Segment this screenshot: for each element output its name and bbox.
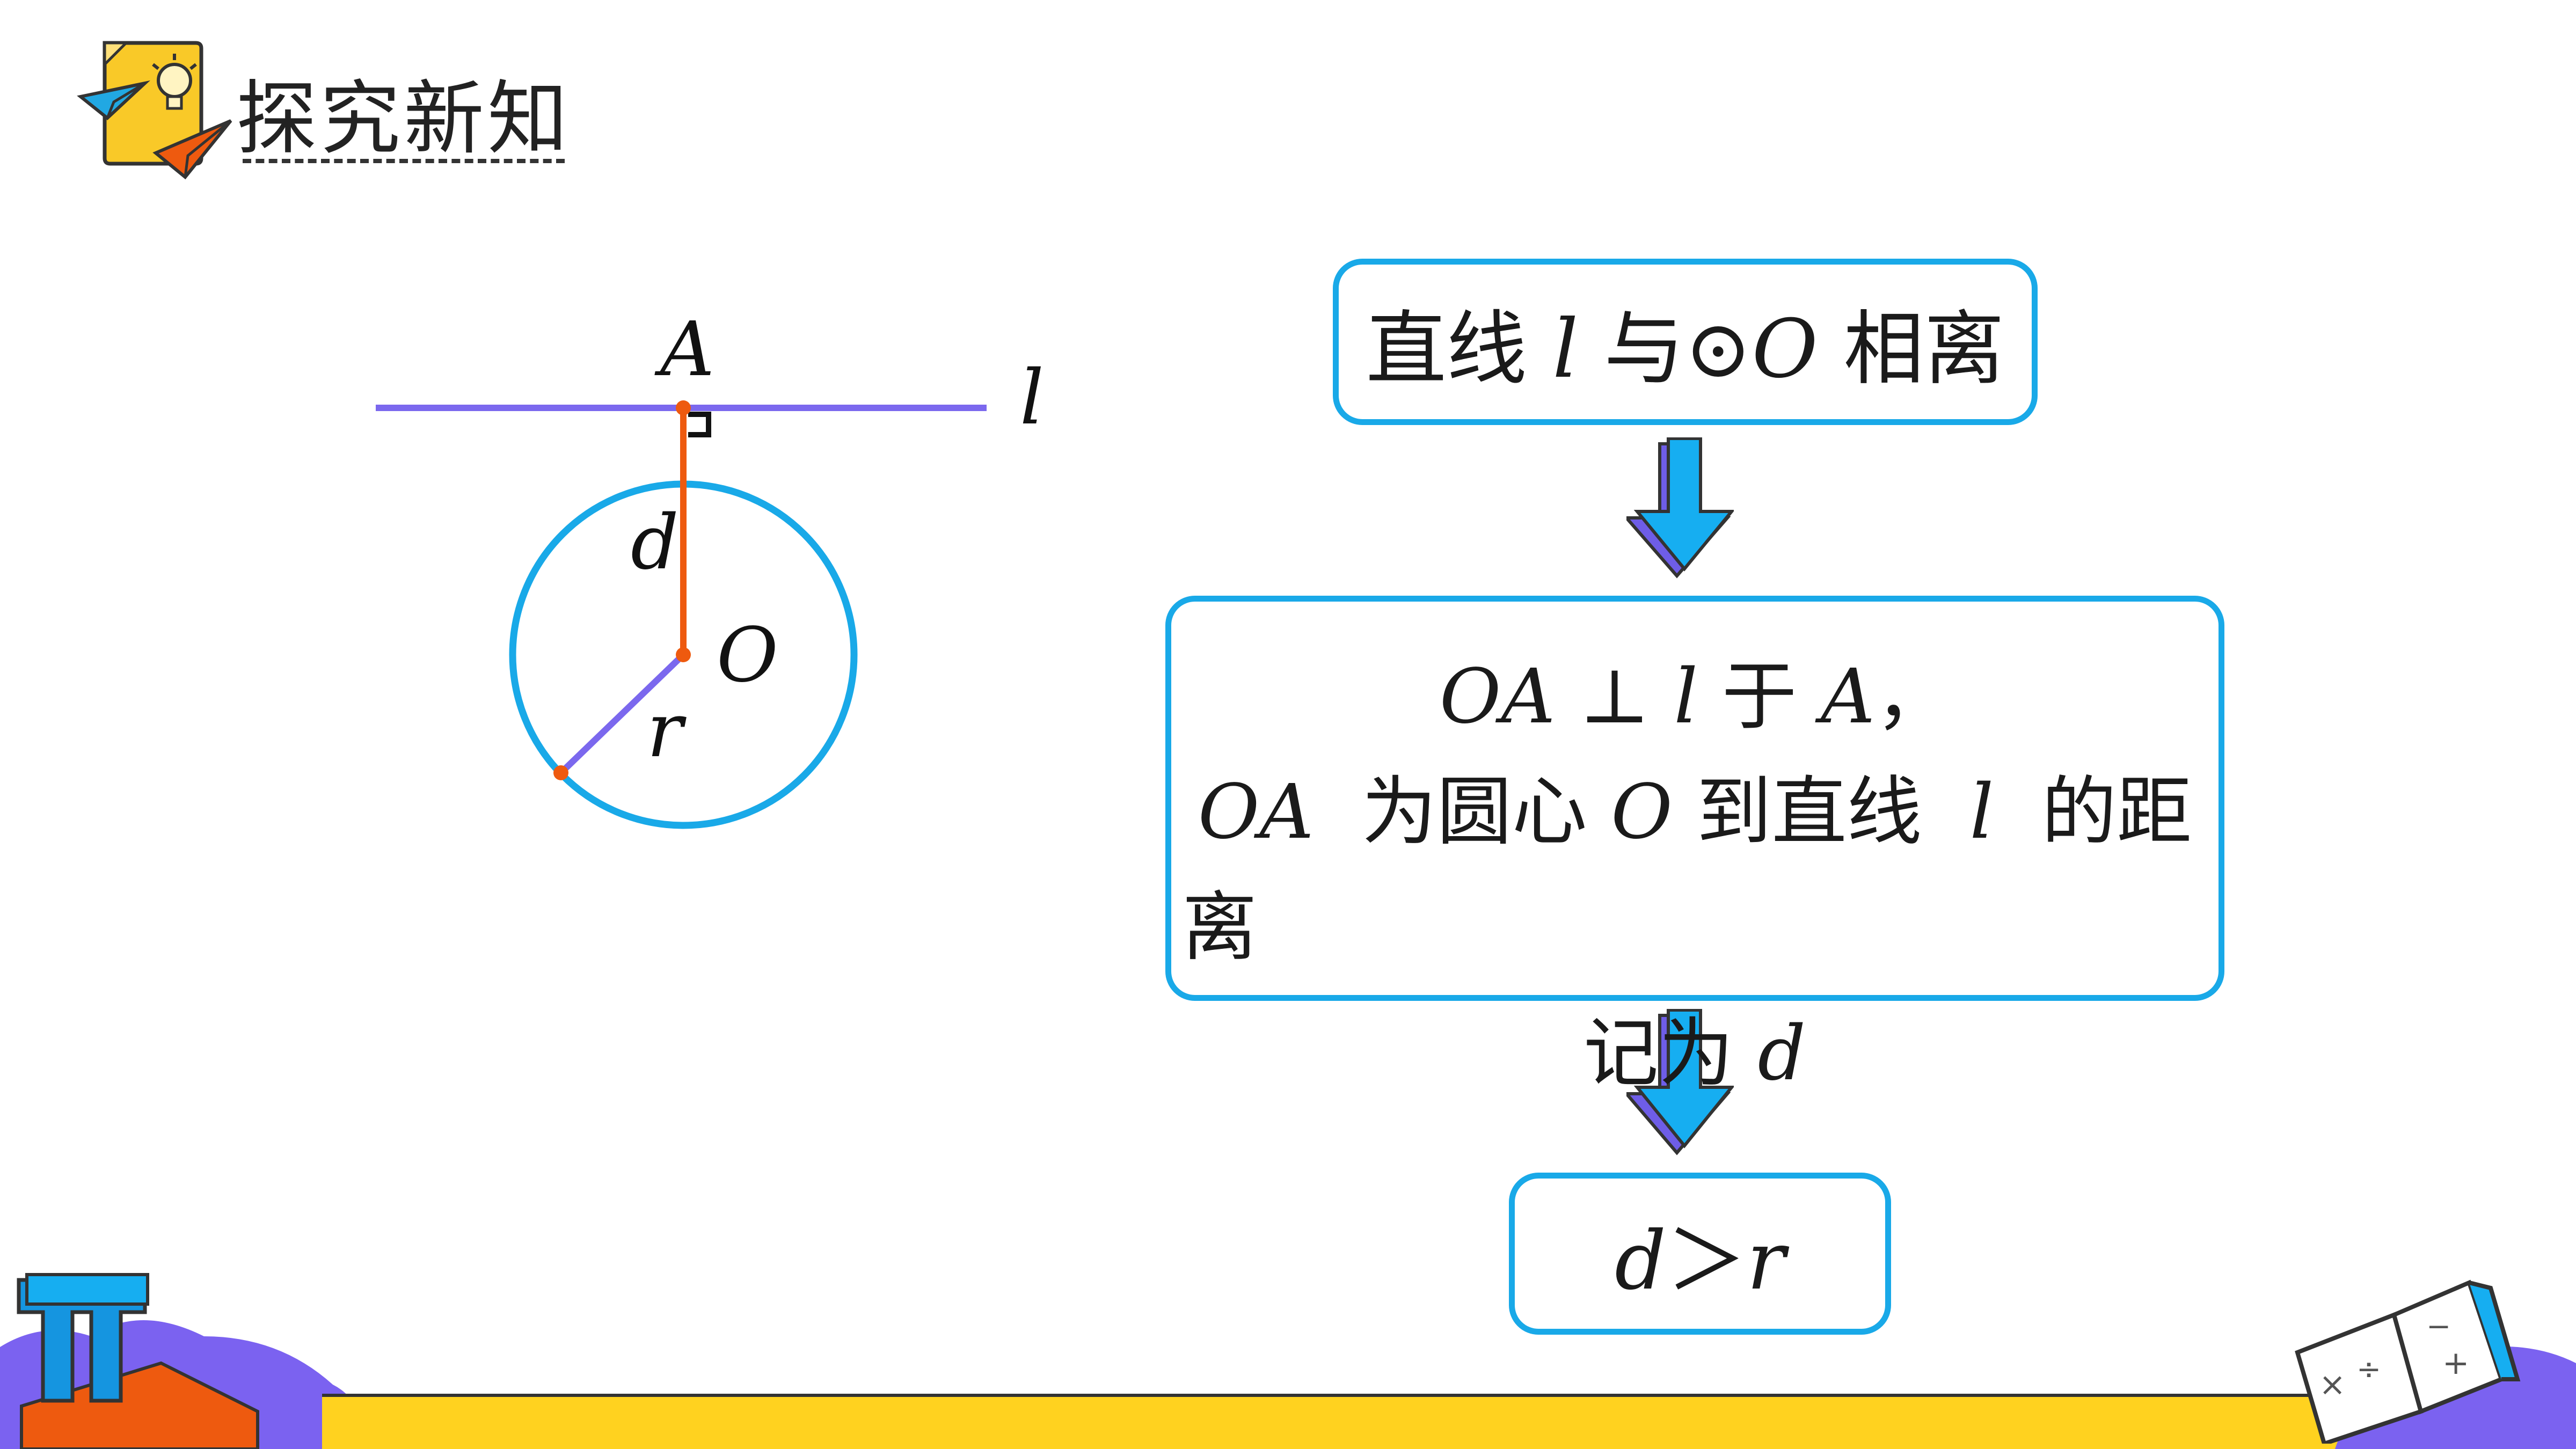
condition-box: 直线 l 与⊙O 相离 <box>1333 259 2038 425</box>
box1-center-o: O <box>1752 302 1818 396</box>
overflow-caption: 记为 d <box>1583 993 1806 1101</box>
down-arrow-icon <box>1626 1009 1734 1155</box>
definition-box: OA ⊥ l 于 A， OA 为圆心 O 到直线 l 的距 离 <box>1165 596 2224 1001</box>
definition-line-2: OA 为圆心 O 到直线 l 的距 <box>1171 755 2219 870</box>
box1-text-post: 相离 <box>1818 302 2005 396</box>
svg-text:÷: ÷ <box>2356 1352 2381 1386</box>
right-angle-mark <box>688 412 711 437</box>
overflow-d: d <box>1757 1010 1806 1097</box>
box1-line-l: l <box>1552 302 1579 396</box>
pi-symbol-icon <box>17 1273 149 1403</box>
box1-text-pre: 直线 <box>1366 302 1553 396</box>
box3-r: r <box>1747 1214 1785 1308</box>
bottom-decoration <box>0 1320 2576 1449</box>
center-dot <box>676 647 691 662</box>
def2-text1: 为圆心 <box>1313 769 1611 856</box>
page-title: 探究新知 <box>236 72 572 166</box>
label-center-o: O <box>717 612 778 699</box>
definition-line-1: OA ⊥ l 于 A， <box>1171 639 2219 755</box>
label-radius-r: r <box>647 687 683 774</box>
idea-note-paper-planes-icon <box>77 41 232 180</box>
def2-l: l <box>1969 769 1994 856</box>
def2-text2: 到直线 <box>1672 769 1970 856</box>
line-circle-diagram <box>376 400 987 829</box>
def2-text3: 的距 <box>1994 769 2192 856</box>
def-l: l <box>1674 653 1698 741</box>
def-oa: OA <box>1439 653 1556 741</box>
def-comma: ， <box>1875 653 1951 741</box>
math-book-icon: × ÷ − + <box>2295 1279 2521 1444</box>
def2-oa: OA <box>1198 769 1314 856</box>
radius-segment <box>558 652 686 775</box>
box3-d: d <box>1615 1214 1667 1308</box>
def2-o: O <box>1611 769 1673 856</box>
overflow-text: 记为 <box>1583 1010 1758 1097</box>
title-underline <box>243 159 565 163</box>
label-point-a: A <box>660 306 715 393</box>
down-arrow-icon <box>1626 437 1734 579</box>
definition-line-3: 离 <box>1182 884 1258 971</box>
svg-text:+: + <box>2442 1344 2469 1382</box>
box3-gt: ＞ <box>1666 1214 1747 1308</box>
svg-text:×: × <box>2319 1366 2346 1403</box>
label-distance-d: d <box>631 499 679 587</box>
def-a: A <box>1821 653 1876 741</box>
conclusion-box: d＞r <box>1509 1173 1891 1335</box>
point-a-dot <box>676 400 691 415</box>
def-yu: 于 <box>1698 653 1821 741</box>
radius-end-dot <box>553 765 568 780</box>
svg-text:−: − <box>2426 1309 2451 1343</box>
label-line-l: l <box>1020 354 1044 442</box>
def-perp: ⊥ <box>1555 653 1674 741</box>
box1-text-mid: 与⊙ <box>1578 302 1752 396</box>
